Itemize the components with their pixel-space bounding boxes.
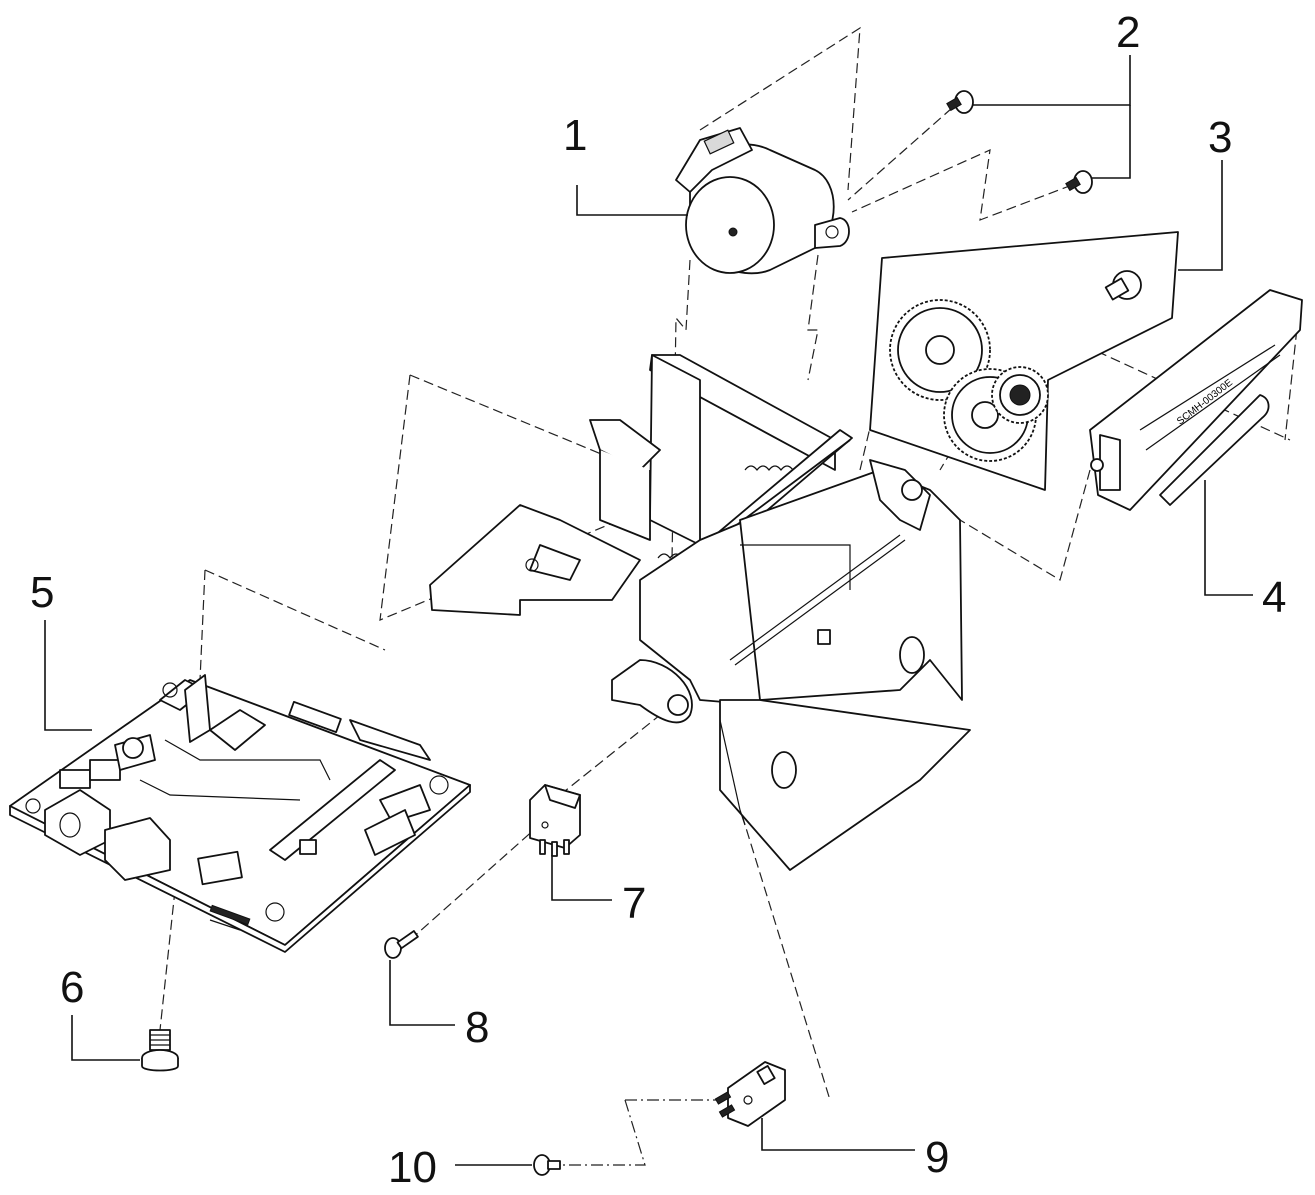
callout-1: 1	[563, 111, 587, 160]
callout-5: 5	[30, 568, 54, 617]
printer-main-frame	[429, 354, 971, 871]
leader-lines	[44, 55, 1253, 1166]
control-board	[9, 674, 471, 953]
callout-10: 10	[388, 1143, 437, 1192]
callout-7: 7	[622, 879, 646, 928]
motor-screws	[946, 90, 1093, 194]
paper-sensor-board	[714, 1061, 786, 1127]
callout-3: 3	[1208, 113, 1232, 162]
gear-small	[991, 366, 1049, 424]
screw-lower	[1065, 170, 1093, 194]
gear-large	[889, 299, 991, 401]
callout-9: 9	[925, 1133, 949, 1182]
stepper-motor	[675, 127, 850, 275]
gear-shaft	[1104, 270, 1142, 301]
gear-plate-assembly	[869, 231, 1179, 491]
board-screw	[141, 1029, 179, 1072]
callout-6: 6	[60, 963, 84, 1012]
callout-2: 2	[1116, 8, 1140, 57]
micro-switch	[529, 784, 581, 857]
callout-4: 4	[1262, 573, 1286, 622]
screw-upper	[946, 90, 974, 114]
switch-screw	[384, 930, 419, 959]
callout-8: 8	[465, 1003, 489, 1052]
sensor-screw	[533, 1154, 561, 1176]
callout-numbers: 1 2 3 4 5 6 7 8 9 10	[30, 8, 1286, 1192]
